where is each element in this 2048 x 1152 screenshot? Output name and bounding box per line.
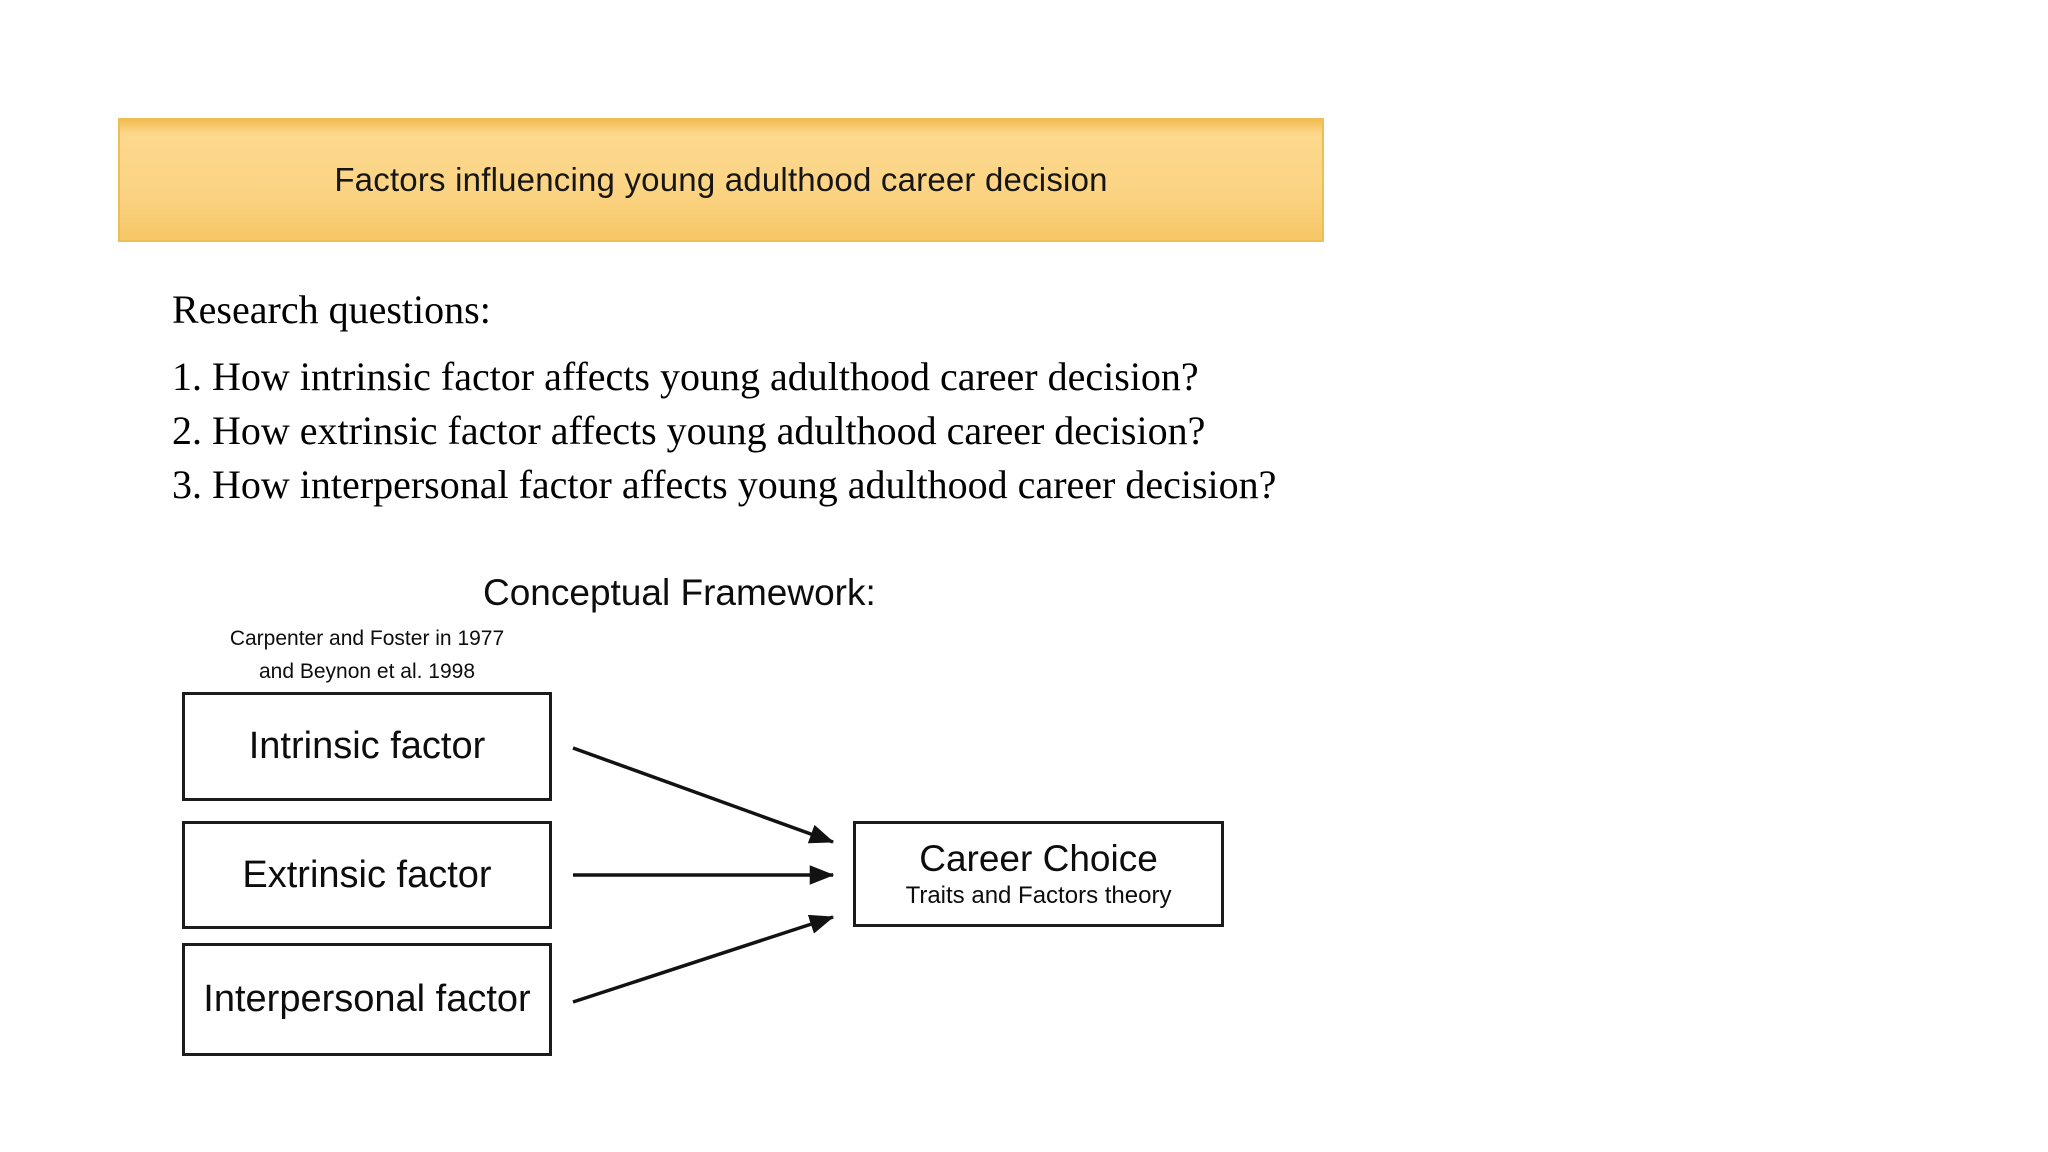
- framework-citation: Carpenter and Foster in 1977 and Beynon …: [182, 622, 552, 688]
- intrinsic-factor-label: Intrinsic factor: [248, 725, 486, 767]
- interpersonal-factor-label: Interpersonal factor: [203, 978, 531, 1020]
- career-choice-box: Career Choice Traits and Factors theory: [853, 821, 1224, 927]
- research-questions-heading: Research questions:: [172, 287, 491, 332]
- arrow-interpersonal-to-career: [572, 914, 835, 1004]
- arrow-intrinsic-to-career: [572, 746, 835, 844]
- career-choice-title: Career Choice: [919, 838, 1158, 879]
- title-banner: Factors influencing young adulthood care…: [118, 118, 1324, 242]
- research-question-3: 3. How interpersonal factor affects youn…: [172, 462, 1277, 507]
- framework-heading: Conceptual Framework:: [483, 572, 876, 613]
- research-question-2: 2. How extrinsic factor affects young ad…: [172, 408, 1206, 453]
- citation-line-2: and Beynon et al. 1998: [258, 660, 475, 683]
- research-questions-list: 1. How intrinsic factor affects young ad…: [172, 350, 1276, 512]
- extrinsic-factor-label: Extrinsic factor: [242, 853, 492, 896]
- career-choice-subtitle: Traits and Factors theory: [905, 882, 1172, 909]
- research-question-1: 1. How intrinsic factor affects young ad…: [172, 354, 1199, 399]
- intrinsic-factor-box: Intrinsic factor: [182, 692, 552, 801]
- interpersonal-factor-box: Interpersonal factor: [182, 943, 552, 1056]
- slide-title: Factors influencing young adulthood care…: [334, 161, 1108, 198]
- citation-line-1: Carpenter and Foster in 1977: [229, 627, 505, 650]
- extrinsic-factor-box: Extrinsic factor: [182, 821, 552, 929]
